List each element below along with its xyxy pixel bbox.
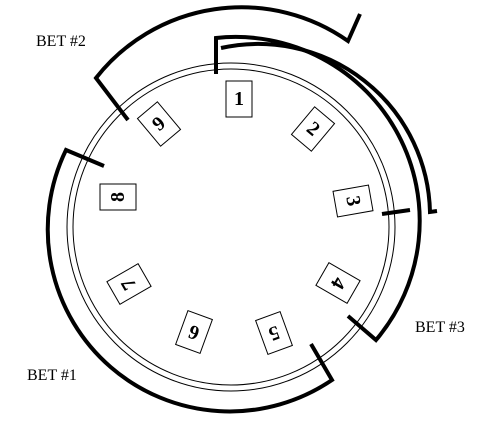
bet-3-label: BET #3 (415, 319, 465, 336)
sector-5: 5 (254, 310, 294, 356)
wheel-outer-circle (66, 62, 396, 392)
sector-4: 4 (315, 262, 361, 304)
sector-3: 3 (332, 184, 374, 218)
bet-3-arc (214, 34, 422, 343)
bet-1-label: BET #1 (27, 367, 77, 384)
sector-8-label: 8 (107, 192, 129, 202)
sector-8: 8 (99, 183, 137, 211)
sector-6: 6 (174, 309, 214, 355)
wheel-inner-circle (72, 68, 390, 386)
sector-1-label: 1 (234, 88, 244, 110)
bet-1-arc (45, 147, 335, 414)
sector-2: 2 (290, 106, 336, 152)
bet-3-inner-arc (220, 42, 438, 215)
bet-2-label: BET #2 (36, 33, 86, 50)
sector-7: 7 (106, 263, 152, 305)
sector-3-label: 3 (341, 194, 364, 208)
sector-9: 9 (136, 101, 182, 147)
sector-1: 1 (225, 80, 253, 118)
bet-2-arc (93, 5, 362, 122)
bet-3-tick (381, 208, 411, 216)
